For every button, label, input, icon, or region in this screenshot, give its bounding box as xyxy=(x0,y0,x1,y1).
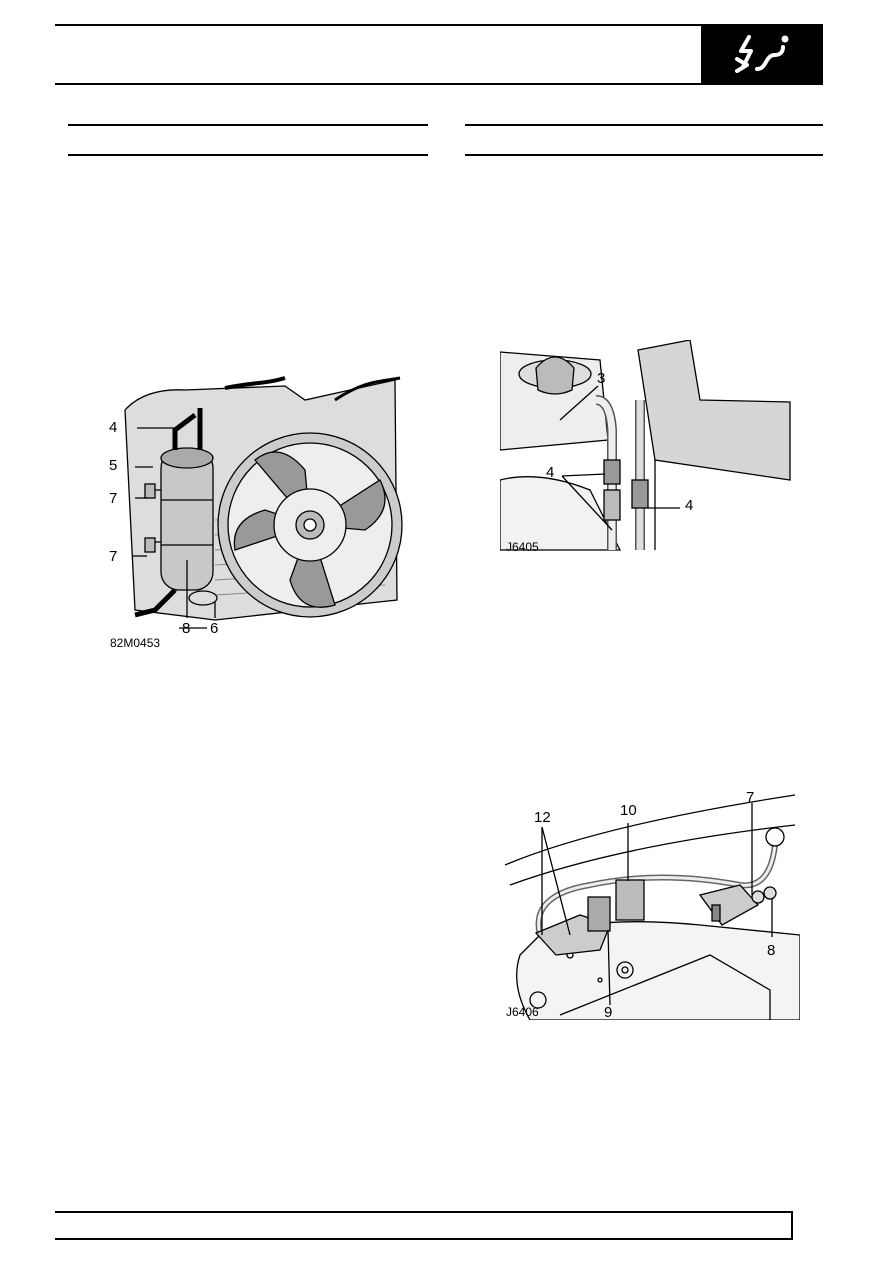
header-bottom-rule xyxy=(55,83,823,85)
left-column-rule-top xyxy=(68,124,428,126)
callout-3: 3 xyxy=(597,370,606,387)
figure-pipe-connections: 3 4 4 J6405 xyxy=(499,339,800,555)
figure-code: J6406 xyxy=(506,1005,539,1019)
callout-8: 8 xyxy=(182,620,191,637)
callout-4-right: 4 xyxy=(685,497,694,514)
footer-bar xyxy=(55,1211,793,1240)
figure-receiver-drier: 4 5 7 7 8 6 82M0453 xyxy=(105,370,405,660)
callout-4-left: 4 xyxy=(546,464,555,481)
callout-8: 8 xyxy=(767,942,776,959)
callout-9: 9 xyxy=(604,1004,613,1021)
section-badge xyxy=(701,25,823,83)
right-column-rule-top xyxy=(465,124,823,126)
callout-10: 10 xyxy=(620,802,637,819)
left-column-rule-bottom xyxy=(68,154,428,156)
harness-connectors-illustration xyxy=(504,794,801,1021)
header-top-rule xyxy=(55,24,823,26)
callout-5: 5 xyxy=(109,457,118,474)
right-column-rule-bottom xyxy=(465,154,823,156)
callout-12: 12 xyxy=(534,809,551,826)
figure-code: 82M0453 xyxy=(110,636,161,650)
callout-7-lower: 7 xyxy=(109,548,118,565)
callout-4: 4 xyxy=(109,419,118,436)
callout-7: 7 xyxy=(746,789,755,806)
figure-code: J6405 xyxy=(506,540,539,554)
receiver-drier-illustration xyxy=(124,376,403,629)
callout-7-upper: 7 xyxy=(109,490,118,507)
figure-harness-connectors: 12 10 7 8 9 J6406 xyxy=(500,785,801,1021)
air-conditioning-icon xyxy=(735,35,789,73)
pipe-connections-illustration xyxy=(499,339,791,551)
callout-6: 6 xyxy=(210,620,219,637)
